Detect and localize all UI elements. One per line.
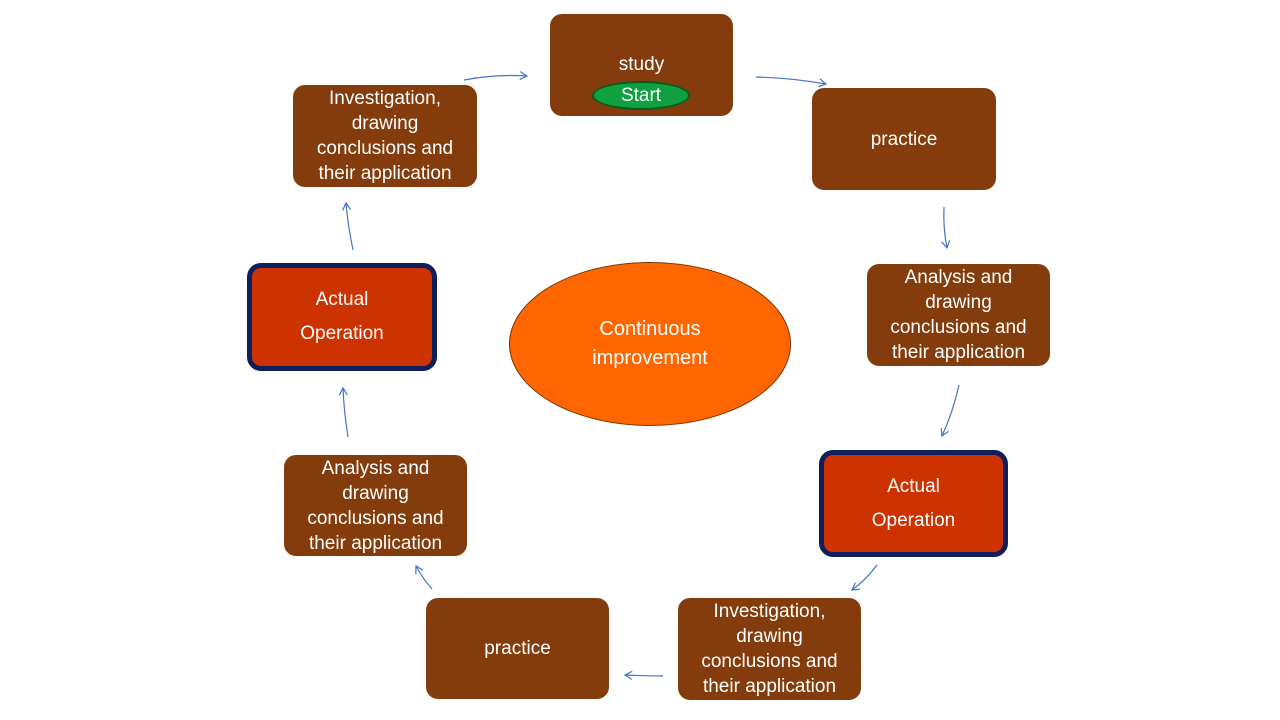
start-ellipse: Start — [592, 81, 690, 110]
node-line: Operation — [300, 323, 384, 344]
node-line: Analysis and — [904, 267, 1013, 288]
node-investigation-bottom: Investigation, drawing conclusions and t… — [678, 598, 861, 700]
arrow-practice-to-analysis — [941, 206, 951, 250]
node-line: their application — [318, 163, 452, 184]
node-line: Investigation, — [329, 88, 441, 109]
arrow-operation-to-investigation — [851, 564, 878, 591]
node-line: their application — [702, 676, 837, 697]
node-line: study — [618, 54, 665, 75]
node-practice-bottom: practice — [426, 598, 609, 699]
node-line: their application — [891, 342, 1026, 363]
node-line: conclusions and — [701, 651, 838, 672]
arrow-operation-to-investigation-top — [342, 201, 354, 251]
node-analysis-right: Analysis and drawing conclusions and the… — [867, 264, 1050, 366]
arrow-analysis-to-operation — [940, 384, 960, 438]
node-line: conclusions and — [307, 507, 444, 529]
continuous-improvement-ellipse: Continuous improvement — [509, 262, 791, 426]
node-line: Actual — [315, 289, 369, 310]
arrow-investigation-to-practice — [623, 670, 664, 680]
node-line: drawing — [351, 113, 419, 134]
node-line: conclusions and — [890, 317, 1027, 338]
node-line: Investigation, — [713, 601, 826, 622]
arrow-investigation-to-study — [463, 71, 529, 81]
node-practice-top: practice — [812, 88, 996, 190]
node-line: drawing — [736, 626, 803, 647]
node-operation-right: Actual Operation — [819, 450, 1008, 557]
center-line: improvement — [592, 347, 708, 369]
node-line: drawing — [342, 482, 409, 504]
node-operation-left: Actual Operation — [247, 263, 437, 371]
node-line: their application — [308, 532, 443, 554]
node-line: practice — [484, 638, 551, 659]
node-line: conclusions and — [316, 138, 454, 159]
node-line: Operation — [871, 509, 956, 531]
node-line: Actual — [887, 475, 940, 497]
node-line: drawing — [925, 292, 992, 313]
node-line: practice — [870, 128, 938, 150]
start-label: Start — [620, 84, 662, 106]
arrow-study-to-practice — [755, 76, 828, 88]
node-investigation-top: Investigation, drawing conclusions and t… — [293, 85, 477, 187]
center-line: Continuous — [599, 318, 701, 340]
node-analysis-left: Analysis and drawing conclusions and the… — [284, 455, 467, 556]
node-line: Analysis and — [321, 457, 430, 479]
arrow-practice-to-analysis-left — [415, 564, 433, 590]
arrow-analysis-to-operation-left — [338, 386, 349, 438]
